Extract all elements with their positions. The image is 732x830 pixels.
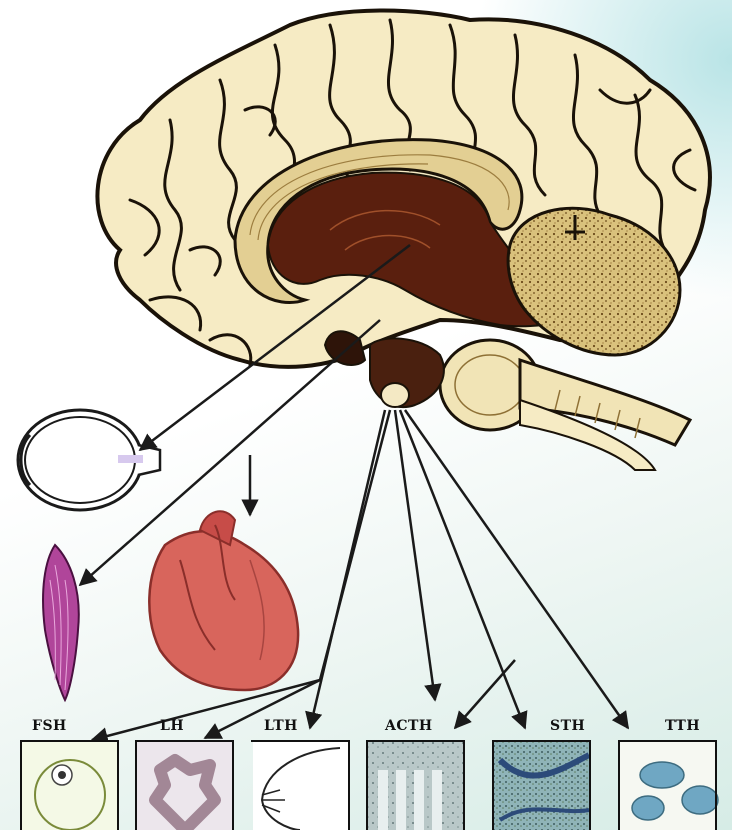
lh-panel (135, 740, 234, 830)
acth-label: ACTH (385, 718, 433, 734)
fsh-label: FSH (32, 718, 67, 734)
lth-panel (251, 740, 350, 830)
medulla (520, 360, 690, 445)
tth-label: TTH (665, 718, 700, 734)
fsh-panel (20, 740, 119, 830)
eye (18, 410, 160, 510)
sth-panel (492, 740, 591, 830)
sth-label: STH (550, 718, 585, 734)
tth-panel (618, 740, 717, 830)
pituitary-gland (381, 383, 409, 407)
lh-label: LH (160, 718, 184, 734)
acth-panel (366, 740, 465, 830)
heart (149, 511, 298, 690)
brain (97, 10, 709, 470)
lth-label: LTH (264, 718, 298, 734)
